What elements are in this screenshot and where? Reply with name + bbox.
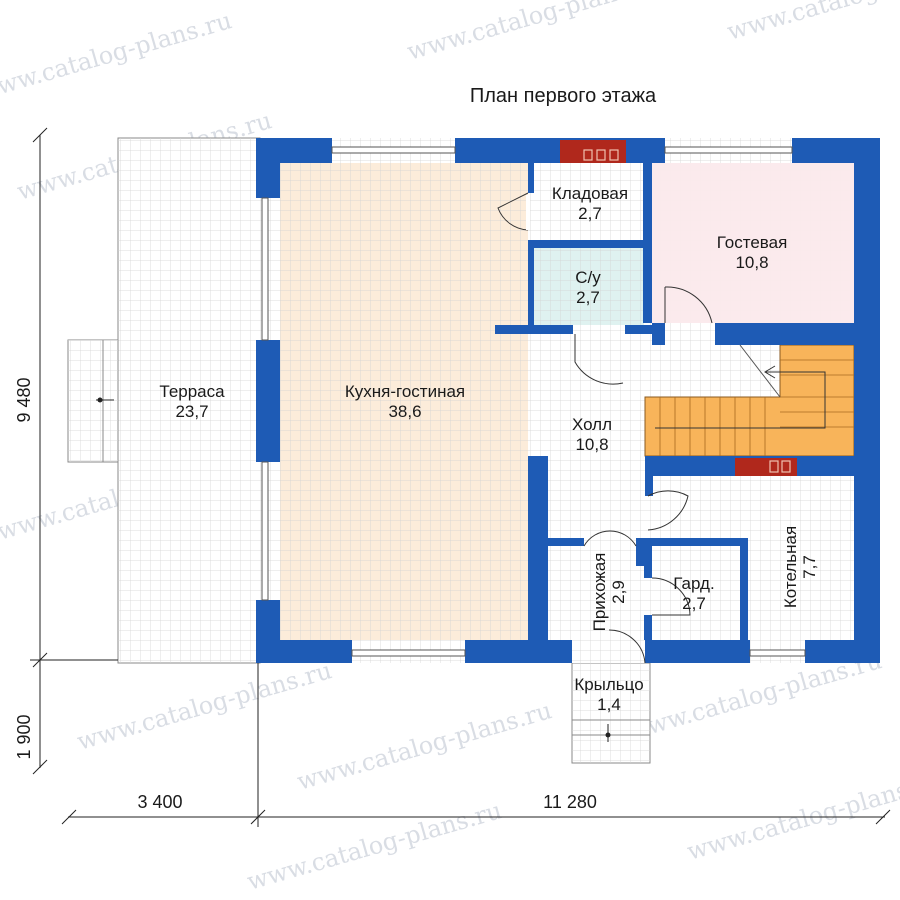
dim-bottom-tick xyxy=(875,809,891,825)
wall-right xyxy=(854,138,880,663)
room-porch-name: Крыльцо xyxy=(574,675,643,694)
room-kitchen-area: 38,6 xyxy=(388,402,421,421)
watermark: www.catalog-plans.ru xyxy=(724,0,900,46)
wall-bottom-mid2 xyxy=(645,640,750,663)
dim-left-top: 9 480 xyxy=(14,377,34,422)
porch-grid xyxy=(572,663,650,763)
wall-storage-bath xyxy=(528,240,643,248)
chimneys xyxy=(560,140,797,476)
room-bath-area: 2,7 xyxy=(576,288,600,307)
terrace-step-dot xyxy=(97,397,103,403)
interior-floors xyxy=(258,138,880,663)
wall-bottom-left xyxy=(256,640,352,663)
wall-storage-left xyxy=(528,163,534,193)
wall-entry-left xyxy=(548,538,584,546)
terrace-steps-grid xyxy=(68,340,118,462)
dimension-labels: 9 480 1 900 3 400 11 280 xyxy=(14,377,597,812)
outdoor-areas xyxy=(67,137,651,764)
room-terrace-name: Терраса xyxy=(159,382,225,401)
storage-grid xyxy=(534,163,644,241)
wall-hall-boiler xyxy=(645,476,653,496)
door-bath xyxy=(574,334,624,385)
door-entry xyxy=(583,530,637,547)
wall-storage-guest xyxy=(643,138,652,323)
room-kitchen-name: Кухня-гостиная xyxy=(345,382,465,401)
dim-left-tick xyxy=(32,759,48,775)
dim-bottom-tick xyxy=(61,809,77,825)
room-boiler-name: Котельная xyxy=(781,526,800,608)
wall-wardrobe-left xyxy=(644,538,652,578)
porch-step-dot xyxy=(605,732,611,738)
windows xyxy=(261,146,806,657)
dim-left-tick xyxy=(32,127,48,143)
room-guest-name: Гостевая xyxy=(717,233,788,252)
wall-guest-bottom xyxy=(715,323,855,345)
stair-arrow xyxy=(764,365,776,379)
wall-bottom-right xyxy=(805,640,880,663)
dim-bottom-left: 3 400 xyxy=(137,792,182,812)
room-bath-name: С/у xyxy=(575,268,601,287)
door-storage xyxy=(497,192,529,231)
dim-left-bottom: 1 900 xyxy=(14,714,34,759)
wall-left-mid xyxy=(256,340,280,462)
room-wardrobe-area: 2,7 xyxy=(682,594,706,613)
window-top-2 xyxy=(664,146,793,154)
room-entry-name: Прихожая xyxy=(590,553,609,632)
wall-left-top xyxy=(256,138,280,198)
wall-bath-bottom2 xyxy=(625,325,652,334)
room-guest-area: 10,8 xyxy=(735,253,768,272)
window-bottom-2 xyxy=(749,649,806,657)
room-terrace-area: 23,7 xyxy=(175,402,208,421)
room-labels: Терраса 23,7 Кухня-гостиная 38,6 Кладова… xyxy=(159,184,819,714)
window-left-1 xyxy=(261,197,269,341)
guest-floor xyxy=(652,163,854,323)
stair-boundary xyxy=(739,344,781,398)
wall-entry-right xyxy=(636,538,644,566)
wall-guest-door-jamb xyxy=(652,323,665,345)
room-storage-name: Кладовая xyxy=(552,184,628,203)
room-hall-area: 10,8 xyxy=(575,435,608,454)
wall-wardrobe-top xyxy=(644,538,744,546)
doors xyxy=(497,192,713,664)
kitchen-grid xyxy=(280,163,528,640)
wall-bottom-mid xyxy=(465,640,572,663)
watermark: www.catalog-plans.ru xyxy=(0,6,235,106)
wall-wardrobe-right xyxy=(740,538,748,640)
plan-title: План первого этажа xyxy=(470,85,657,107)
room-storage-area: 2,7 xyxy=(578,204,602,223)
window-left-2 xyxy=(261,461,269,601)
wall-wardrobe-left2 xyxy=(644,615,652,640)
room-boiler-area: 7,7 xyxy=(800,555,819,579)
watermark: www.catalog-plans.ru xyxy=(684,766,900,866)
door-guest xyxy=(664,286,713,324)
terrace-grid xyxy=(118,138,260,663)
window-top-1 xyxy=(331,146,456,154)
watermark: www.catalog-plans.ru xyxy=(244,796,505,896)
dim-bottom-right: 11 280 xyxy=(543,792,597,812)
door-front xyxy=(608,629,646,664)
watermark: www.catalog-plans.ru xyxy=(74,656,335,756)
dimensions xyxy=(30,127,891,827)
stair-direction xyxy=(655,371,826,429)
wall-bath-left xyxy=(528,247,534,325)
window-bottom-1 xyxy=(351,649,466,657)
wall-bath-bottom xyxy=(495,325,573,334)
wall-kitchen-hall xyxy=(528,456,548,640)
door-entry-hall xyxy=(647,490,689,531)
door-wardrobe xyxy=(651,577,691,616)
room-wardrobe-name: Гард. xyxy=(673,574,714,593)
bath-grid xyxy=(534,247,644,325)
room-porch-area: 1,4 xyxy=(597,695,621,714)
watermark: www.catalog-plans.ru xyxy=(294,696,555,796)
watermark: www.catalog-plans.ru xyxy=(404,0,665,66)
room-hall-name: Холл xyxy=(572,415,612,434)
room-entry-area: 2,9 xyxy=(609,580,628,604)
